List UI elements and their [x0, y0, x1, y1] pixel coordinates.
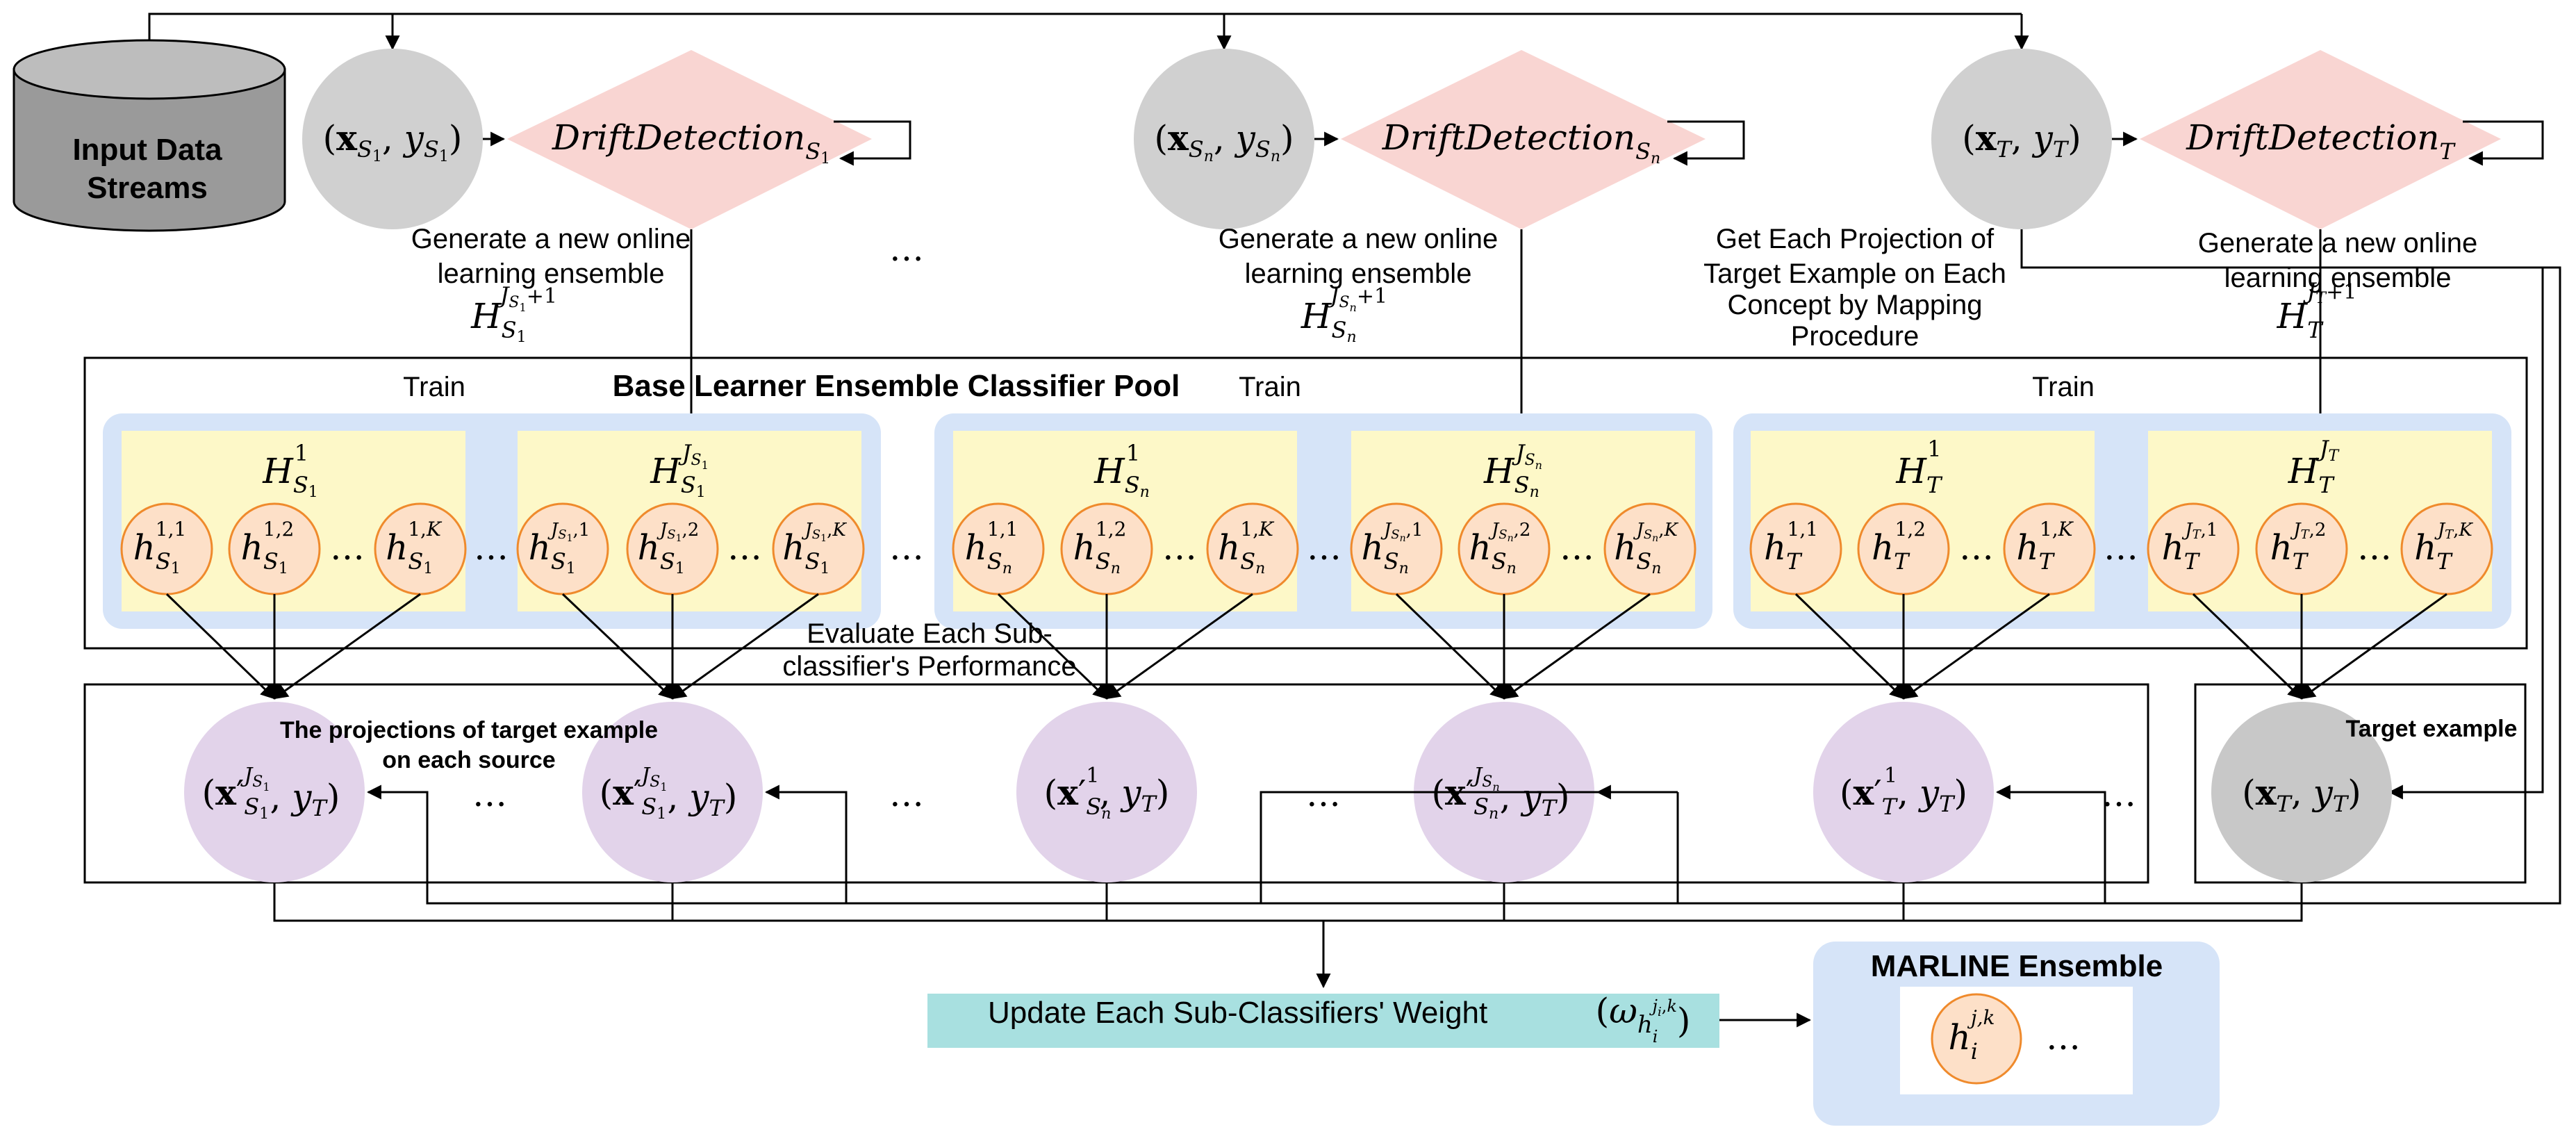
generate-label-s1: Generate a new online learning ensemble …: [411, 224, 691, 346]
svg-text:Generate a new online: Generate a new online: [2198, 228, 2478, 258]
svg-text:…: …: [1307, 527, 1341, 568]
svg-text:Concept by Mapping: Concept by Mapping: [1728, 290, 1983, 320]
svg-text:learning ensemble: learning ensemble: [438, 258, 665, 289]
svg-text:…: …: [889, 527, 924, 568]
target-input: (xT, yT): [1931, 49, 2112, 229]
source-s1-drift-detection: DriftDetectionS1: [507, 50, 911, 229]
svg-text:…: …: [2357, 527, 2392, 568]
svg-text:Get Each Projection of: Get Each Projection of: [1716, 224, 1995, 254]
svg-text:(xT, yT): (xT, yT): [1962, 117, 2081, 163]
member-sn-j-1: hSnJSn,1: [1362, 520, 1423, 577]
svg-text:…: …: [474, 527, 509, 568]
svg-text:…: …: [727, 527, 762, 568]
ellipsis-top-1: …: [889, 229, 924, 269]
svg-text:Procedure: Procedure: [1791, 321, 1919, 352]
new-ensemble-sn: HSnJSn+1: [1301, 282, 1387, 346]
svg-text:(xS1, yS1): (xS1, yS1): [323, 117, 463, 165]
target-example-label: Target example: [2346, 716, 2518, 742]
source-s1-input: (xS1, yS1): [302, 49, 483, 229]
svg-text:Generate a new online: Generate a new online: [411, 224, 691, 254]
svg-text:…: …: [472, 774, 507, 814]
train-label-target: Train: [2032, 372, 2095, 402]
svg-text:Generate a new online: Generate a new online: [1219, 224, 1498, 254]
svg-text:…: …: [330, 527, 365, 568]
storage-label-line1: Input Data: [72, 133, 222, 167]
svg-text:learning ensemble: learning ensemble: [1245, 258, 1472, 289]
mapping-arrows: [366, 784, 2106, 905]
svg-text:…: …: [2102, 774, 2136, 814]
generate-label-target: Generate a new online learning ensemble …: [2198, 228, 2478, 343]
marline-ellipsis: …: [2046, 1017, 2081, 1058]
svg-text:The projections of target exam: The projections of target example: [280, 717, 658, 743]
pool-title: Base Learner Ensemble Classifier Pool: [613, 369, 1180, 403]
svg-text:…: …: [1959, 527, 1994, 568]
marline-member-circle: [1931, 993, 2022, 1085]
marline-title: MARLINE Ensemble: [1871, 949, 2163, 983]
svg-text:…: …: [1560, 527, 1594, 568]
new-ensemble-s1: HS1JS1+1: [470, 282, 557, 346]
svg-text:DriftDetectionT: DriftDetectionT: [2186, 117, 2456, 165]
classifier-pool-box: [83, 356, 2528, 650]
evaluate-label: Evaluate Each Sub- classifier's Performa…: [782, 618, 1076, 682]
input-data-streams-storage: Input Data Streams: [13, 39, 286, 232]
target-drift-detection: DriftDetectionT: [2140, 50, 2544, 229]
update-weight-label: Update Each Sub-Classifiers' Weight: [988, 996, 1487, 1030]
projection-procedure-label: Get Each Projection of Target Example on…: [1703, 224, 2006, 352]
svg-text:Evaluate Each Sub-: Evaluate Each Sub-: [807, 618, 1052, 649]
source-sn-input: (xSn, ySn): [1134, 49, 1314, 229]
train-label-sn: Train: [1239, 372, 1301, 402]
target-routing-lines: [2020, 229, 2561, 905]
pool-ellipses: … … … … … … … … … …: [330, 527, 2392, 568]
storage-label-line2: Streams: [87, 171, 208, 205]
update-weight-bar: [927, 994, 1719, 1048]
generate-label-sn: Generate a new online learning ensemble …: [1219, 224, 1498, 346]
svg-text:…: …: [889, 774, 924, 814]
svg-text:Target Example on Each: Target Example on Each: [1703, 258, 2006, 289]
svg-text:…: …: [2104, 527, 2138, 568]
svg-text:…: …: [1162, 527, 1197, 568]
train-label-s1: Train: [403, 372, 465, 402]
svg-text:…: …: [1306, 774, 1341, 814]
source-sn-drift-detection: DriftDetectionSn: [1341, 50, 1745, 229]
projection-circles: [184, 702, 2392, 882]
svg-text:on each source: on each source: [382, 747, 555, 773]
projection-sn-1: (x′Sn1, yT): [1044, 764, 1170, 823]
collector-lines: [273, 882, 2303, 989]
projections-title: The projections of target example on eac…: [280, 717, 658, 773]
stream-distribution-lines: [148, 13, 2029, 54]
evaluation-arrows: [165, 593, 2447, 700]
svg-text:classifier's Performance: classifier's Performance: [782, 651, 1076, 682]
projection-ellipses: … … … …: [472, 774, 2136, 814]
projections-box: [83, 683, 2149, 884]
target-example-box: [2194, 683, 2527, 884]
